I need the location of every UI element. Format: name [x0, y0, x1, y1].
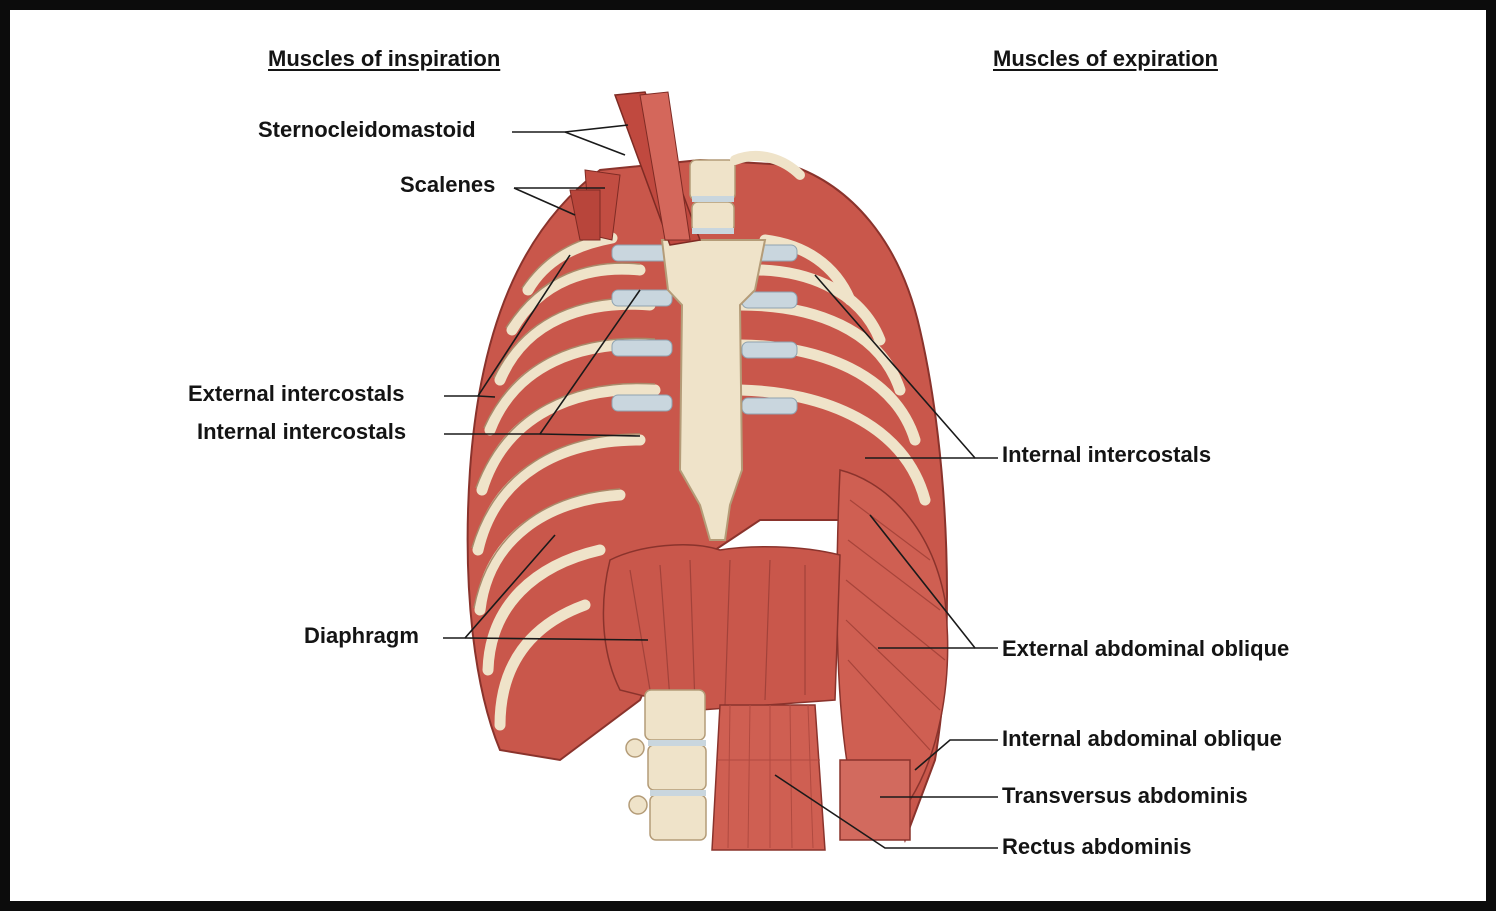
label-sternocleidomastoid: Sternocleidomastoid: [258, 117, 476, 143]
label-internal-intercostals-right: Internal intercostals: [1002, 442, 1211, 468]
heading-inspiration: Muscles of inspiration: [268, 46, 500, 72]
lumbar-vertebrae: [626, 690, 706, 840]
label-internal-abdominal-oblique: Internal abdominal oblique: [1002, 726, 1282, 752]
transversus-abdominis-muscle: [840, 760, 910, 840]
label-external-abdominal-oblique: External abdominal oblique: [1002, 636, 1289, 662]
label-internal-intercostals-left: Internal intercostals: [197, 419, 406, 445]
heading-expiration: Muscles of expiration: [993, 46, 1218, 72]
label-diaphragm: Diaphragm: [304, 623, 419, 649]
label-rectus-abdominis: Rectus abdominis: [1002, 834, 1191, 860]
label-scalenes: Scalenes: [400, 172, 495, 198]
label-transversus-abdominis: Transversus abdominis: [1002, 783, 1248, 809]
label-external-intercostals: External intercostals: [188, 381, 404, 407]
